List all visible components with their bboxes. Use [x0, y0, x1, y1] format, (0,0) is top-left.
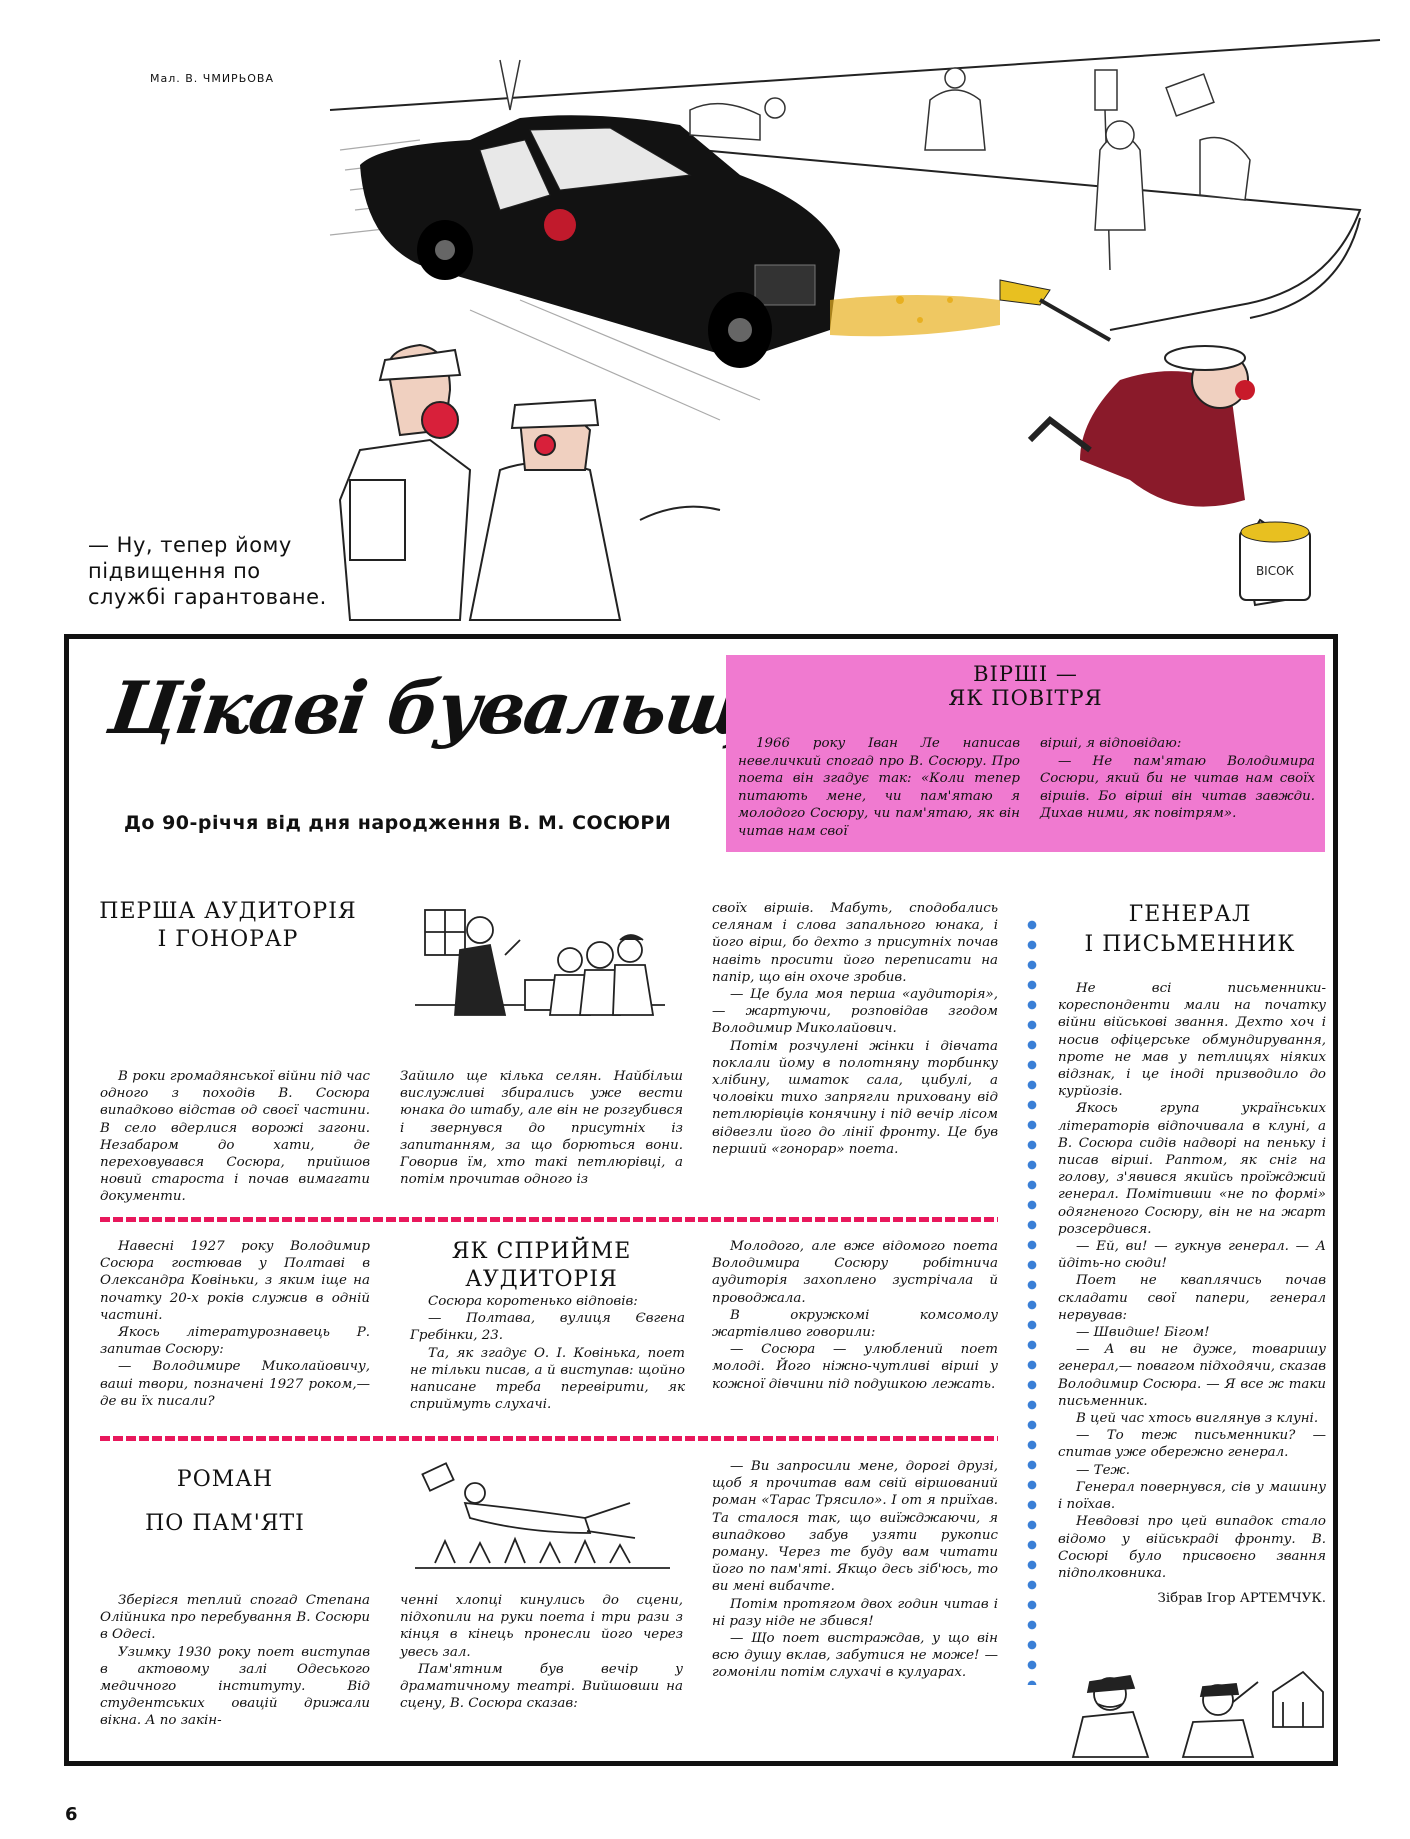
story1-title-line1: ПЕРША АУДИТОРІЯ — [99, 899, 357, 924]
story1-title: ПЕРША АУДИТОРІЯ І ГОНОРАР — [88, 898, 368, 954]
paragraph: — Володимире Миколайовичу, ваші твори, п… — [100, 1359, 370, 1409]
paragraph: Навесні 1927 року Володимир Сосюра гостю… — [100, 1239, 370, 1323]
paragraph: В окружкомі комсомолу жартівливо говорил… — [712, 1307, 998, 1341]
sidebar-title-line2: ЯК ПОВІТРЯ — [948, 686, 1103, 710]
paragraph: — Полтава, вулиця Євгена Гребінки, 23. — [410, 1311, 685, 1344]
story2-col2: Сосюра коротенько відповів: — Полтава, в… — [410, 1293, 685, 1413]
story1-col2: Зайшло ще кілька селян. Найбільш вислужл… — [400, 1068, 683, 1188]
paragraph: — Сосюра — улюблений поет молоді. Його н… — [712, 1342, 998, 1392]
paragraph: Узимку 1930 року поет виступав в актовом… — [100, 1644, 370, 1729]
anniversary-subtitle: До 90-річчя від дня народження В. М. СОС… — [124, 812, 672, 834]
story1-col3: своїх віршів. Мабуть, сподобались селяна… — [712, 900, 998, 1158]
section-divider — [100, 1436, 998, 1441]
sidebar-story-title: ВІРШІ — ЯК ПОВІТРЯ — [726, 662, 1325, 710]
background-pedestrians — [499, 59, 1251, 271]
paragraph: Пам'ятним був вечір у драматичному театр… — [400, 1661, 683, 1712]
story4-title: ГЕНЕРАЛ І ПИСЬМЕННИК — [1050, 900, 1330, 960]
sidebar-story-col2: вірші, я відповідаю: — Не пам'ятаю Волод… — [1040, 735, 1315, 823]
paragraph: — Ей, ви! — гукнув генерал. — А йдіть-но… — [1058, 1239, 1326, 1272]
paragraph: Потім розчулені жінки і дівчата поклали … — [712, 1038, 998, 1157]
story2-title: ЯК СПРИЙМЕ АУДИТОРІЯ — [400, 1238, 683, 1294]
paragraph: — Теж. — [1076, 1462, 1130, 1478]
paragraph: Якось літературознавець Р. запитав Сосюр… — [100, 1325, 370, 1358]
story3-col1: Зберігся теплий спогад Степана Олійника … — [100, 1592, 370, 1730]
yellow-spray — [830, 295, 1000, 337]
paragraph: Молодого, але вже відомого поета Володим… — [712, 1239, 998, 1306]
paragraph: — Це була моя перша «аудиторія»,— жартую… — [712, 987, 998, 1037]
compiler-signature: Зібрав Ігор АРТЕМЧУК. — [1157, 1591, 1326, 1607]
feature-frame — [64, 634, 1338, 1766]
story3-col2: ченні хлопці кинулись до сцени, підхопил… — [400, 1592, 683, 1712]
paragraph: — Швидше! Бігом! — [1076, 1325, 1210, 1341]
paragraph: Сосюра коротенько відповів: — [428, 1294, 638, 1309]
sidebar-title-line1: ВІРШІ — — [973, 662, 1078, 686]
running-man-red-coat: ВІСОК — [999, 279, 1311, 607]
story3-col3: — Ви запросили мене, дорогі друзі, щоб я… — [712, 1458, 998, 1682]
road-curb — [329, 39, 1381, 331]
paragraph: Поет не кваплячись почав складати свої п… — [1058, 1273, 1326, 1323]
paragraph: В роки громадянської війни під час одног… — [100, 1069, 370, 1205]
cartoon-caption: — Ну, тепер йому підвищення по службі га… — [88, 533, 327, 609]
paragraph: — А ви не дуже, товаришу генерал,— поваг… — [1058, 1342, 1326, 1409]
story4-title-line1: ГЕНЕРАЛ — [1128, 902, 1252, 927]
story2-title-line2: АУДИТОРІЯ — [465, 1267, 618, 1292]
paragraph: — Що поет вистраждав, у що він всю душу … — [712, 1631, 998, 1681]
paragraph: В цей час хтось виглянув з клуні. — [1076, 1411, 1319, 1427]
paragraph: — Ви запросили мене, дорогі друзі, щоб я… — [712, 1459, 998, 1595]
page-number: 6 — [65, 1804, 78, 1825]
paragraph: вірші, я відповідаю: — [1040, 736, 1182, 751]
sidebar-story-col1: 1966 року Іван Ле написав невеличкий спо… — [738, 735, 1020, 840]
section-divider — [100, 1217, 998, 1222]
story1-col1: В роки громадянської війни під час одног… — [100, 1068, 370, 1206]
story3-title-line2: ПО ПАМ'ЯТІ — [145, 1511, 305, 1536]
story3-title: РОМАН ПО ПАМ'ЯТІ — [100, 1458, 350, 1546]
crowd-carrying-poet-illustration — [415, 1462, 670, 1569]
paragraph: Зберігся теплий спогад Степана Олійника … — [100, 1593, 370, 1643]
paragraph: ченні хлопці кинулись до сцени, підхопил… — [400, 1593, 683, 1660]
paragraph: Не всі письменники-кореспонденти мали на… — [1058, 981, 1326, 1100]
story4-title-line2: І ПИСЬМЕННИК — [1084, 932, 1296, 957]
story2-col3: Молодого, але вже відомого поета Володим… — [712, 1238, 998, 1393]
illustration-credit: Мал. В. ЧМИРЬОВА — [150, 72, 274, 85]
paragraph: Потім протягом двох годин читав і ні раз… — [712, 1596, 998, 1629]
story2-title-line1: ЯК СПРИЙМЕ — [451, 1239, 632, 1264]
story4-body: Не всі письменники-кореспонденти мали на… — [1058, 980, 1326, 1607]
paragraph: 1966 року Іван Ле написав невеличкий спо… — [738, 736, 1020, 839]
paragraph: — Не пам'ятаю Володимира Сосюри, який би… — [1040, 753, 1315, 822]
paragraph: Невдовзі про цей випадок стало відомо у … — [1058, 1514, 1326, 1581]
two-men-foreground — [338, 343, 721, 621]
paragraph: Генерал повернувся, сів у машину і поїха… — [1058, 1479, 1326, 1513]
cartoon-illustration: ВІСОК — [329, 39, 1381, 621]
villagers-illustration — [415, 909, 665, 1016]
story2-col1: Навесні 1927 року Володимир Сосюра гостю… — [100, 1238, 370, 1410]
bucket-label: ВІСОК — [1256, 564, 1295, 578]
paragraph: Якось група українських літераторів відп… — [1058, 1101, 1326, 1237]
story3-title-line1: РОМАН — [176, 1467, 274, 1492]
paragraph: Та, як згадує О. І. Ковінька, поет не ті… — [410, 1345, 685, 1413]
black-car — [360, 115, 840, 368]
general-and-writer-illustration — [1071, 1670, 1324, 1758]
dotted-column-divider — [1027, 915, 1037, 1685]
paragraph: своїх віршів. Мабуть, сподобались селяна… — [712, 901, 998, 985]
paragraph: Зайшло ще кілька селян. Найбільш вислужл… — [400, 1069, 683, 1188]
paragraph: — То теж письменники? — спитав уже обере… — [1058, 1428, 1326, 1461]
story1-title-line2: І ГОНОРАР — [157, 927, 299, 952]
sidebar-story-box — [726, 655, 1325, 852]
